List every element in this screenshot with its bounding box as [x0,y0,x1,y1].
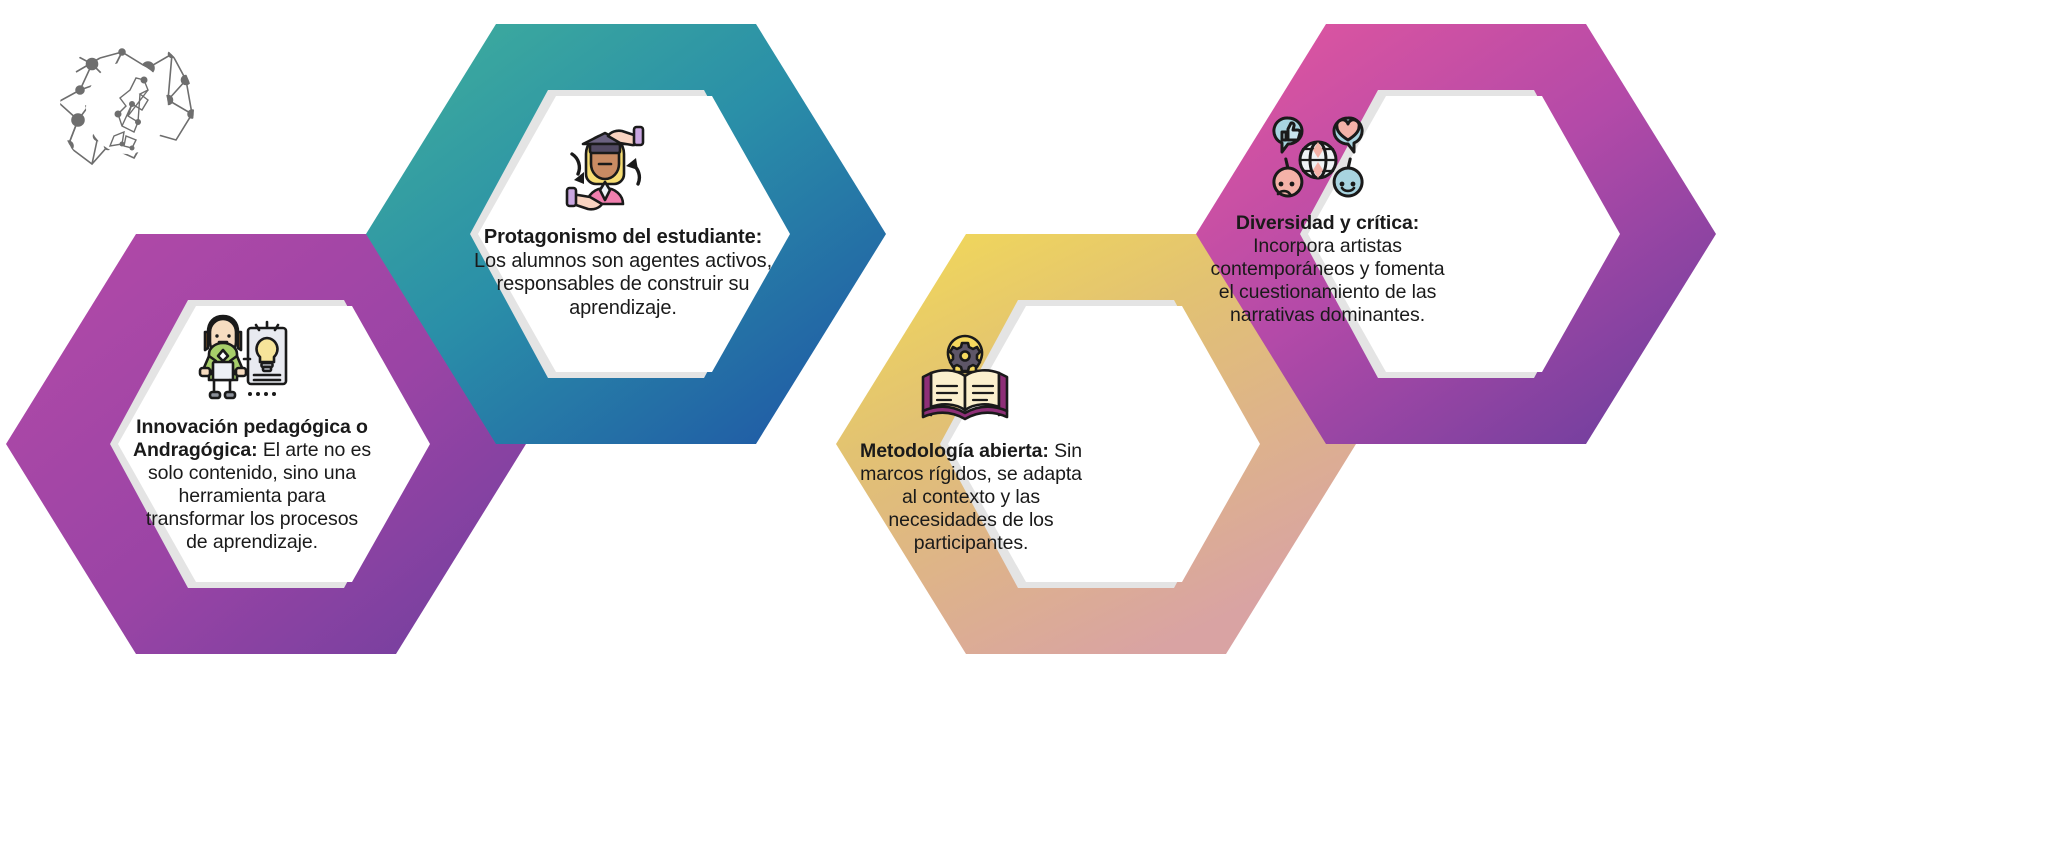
card-title-metodologia: Metodología abierta: [860,440,1049,462]
card-body-protagonismo: Los alumnos son agentes activos, respons… [473,249,773,319]
card-title-protagonismo: Protagonismo del estudiante: [483,226,763,248]
hexagon-card-diversidad[interactable] [1196,24,1716,444]
card-text-protagonismo: Protagonismo del estudiante: Los alumnos… [472,226,774,320]
open-book-lightbulb-gear-icon [915,328,1015,424]
card-text-innovacion: Innovación pedagógica o Andragógica: El … [133,416,371,554]
card-body-metodologia: Sin marcos rígidos, se adapta al context… [860,440,1082,554]
card-title-diversidad: Diversidad y crítica: [1235,212,1420,234]
card-body-innovacion: El arte no es solo contenido, sino una h… [145,439,371,553]
card-text-diversidad: Diversidad y crítica: Incorpora artistas… [1205,212,1450,327]
graduate-student-in-hands-icon [550,112,660,220]
card-body-diversidad: Incorpora artistas contemporáneos y fome… [1210,235,1445,326]
teacher-presenting-lightbulb-icon [186,306,294,406]
abstract-network-letter-g-logo [52,28,202,188]
hexagon-card-protagonismo[interactable] [366,24,886,444]
card-title-innovacion: Innovación pedagógica o Andragógica: [133,416,368,461]
card-text-metodologia: Metodología abierta: Sin marcos rígidos,… [855,440,1087,555]
global-diversity-emoji-icon [1268,112,1368,208]
hexagon-card-innovacion[interactable] [6,234,526,654]
